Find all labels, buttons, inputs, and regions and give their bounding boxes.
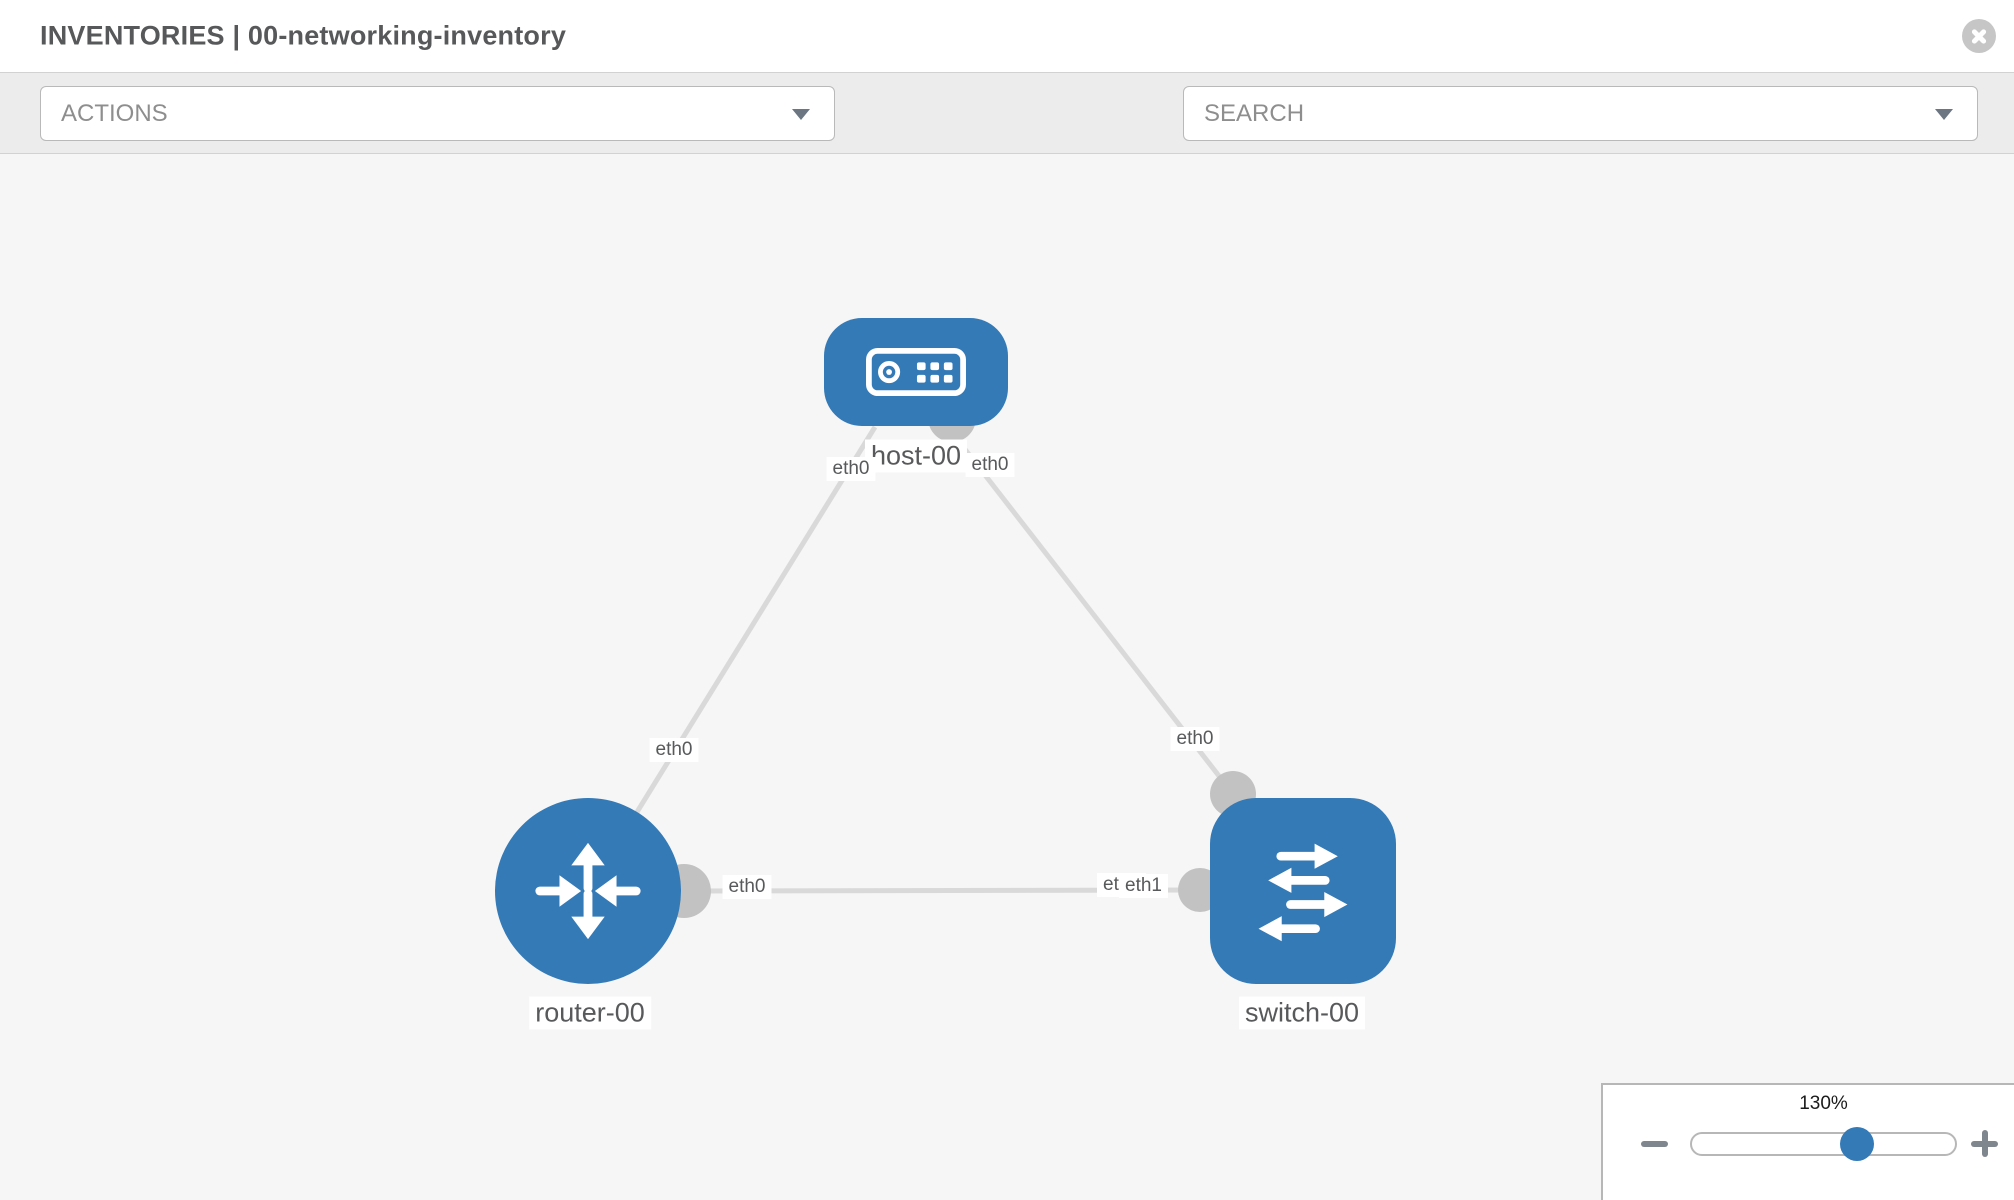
node-router-00[interactable]: [495, 798, 681, 984]
zoom-percent-value: 130%: [1799, 1093, 1848, 1114]
interface-label: eth1: [1119, 874, 1168, 898]
interface-label: eth0: [965, 453, 1015, 477]
node-label-router: router-00: [529, 996, 651, 1030]
zoom-in-icon[interactable]: [1971, 1130, 1998, 1157]
interface-label: eth0: [722, 875, 772, 899]
interface-label-overlap: eth0 eth1: [1097, 873, 1177, 900]
node-switch-00[interactable]: [1210, 798, 1396, 984]
chevron-down-icon: [792, 108, 810, 120]
zoom-slider-thumb[interactable]: [1840, 1127, 1874, 1161]
zoom-slider-track[interactable]: [1690, 1132, 1957, 1156]
page-title: INVENTORIES | 00-networking-inventory: [40, 20, 567, 51]
zoom-control-panel: 130%: [1601, 1083, 2014, 1200]
search-input[interactable]: [1204, 99, 1904, 128]
header: INVENTORIES | 00-networking-inventory: [0, 0, 2014, 72]
interface-label: eth0: [826, 457, 876, 481]
node-label-switch: switch-00: [1238, 996, 1366, 1030]
interface-label: eth0: [1170, 727, 1220, 751]
interface-label: eth0: [649, 738, 699, 762]
toolbar: ACTIONS: [0, 72, 2014, 205]
close-icon[interactable]: [1962, 19, 1996, 53]
actions-dropdown[interactable]: ACTIONS: [40, 86, 835, 141]
host-icon: [866, 347, 966, 397]
chevron-down-icon: [1935, 108, 1953, 120]
switch-icon: [1258, 843, 1348, 942]
node-label-host: host-00: [864, 439, 968, 473]
actions-dropdown-label: ACTIONS: [61, 99, 168, 127]
router-icon: [535, 842, 641, 940]
topology-links: [634, 394, 1256, 918]
zoom-out-icon[interactable]: [1641, 1141, 1668, 1147]
search-box[interactable]: [1183, 86, 1978, 141]
node-host-00[interactable]: [824, 318, 1008, 426]
topology-canvas[interactable]: host-00 router-00 switch-00 eth0 eth0 et…: [0, 154, 2014, 1200]
